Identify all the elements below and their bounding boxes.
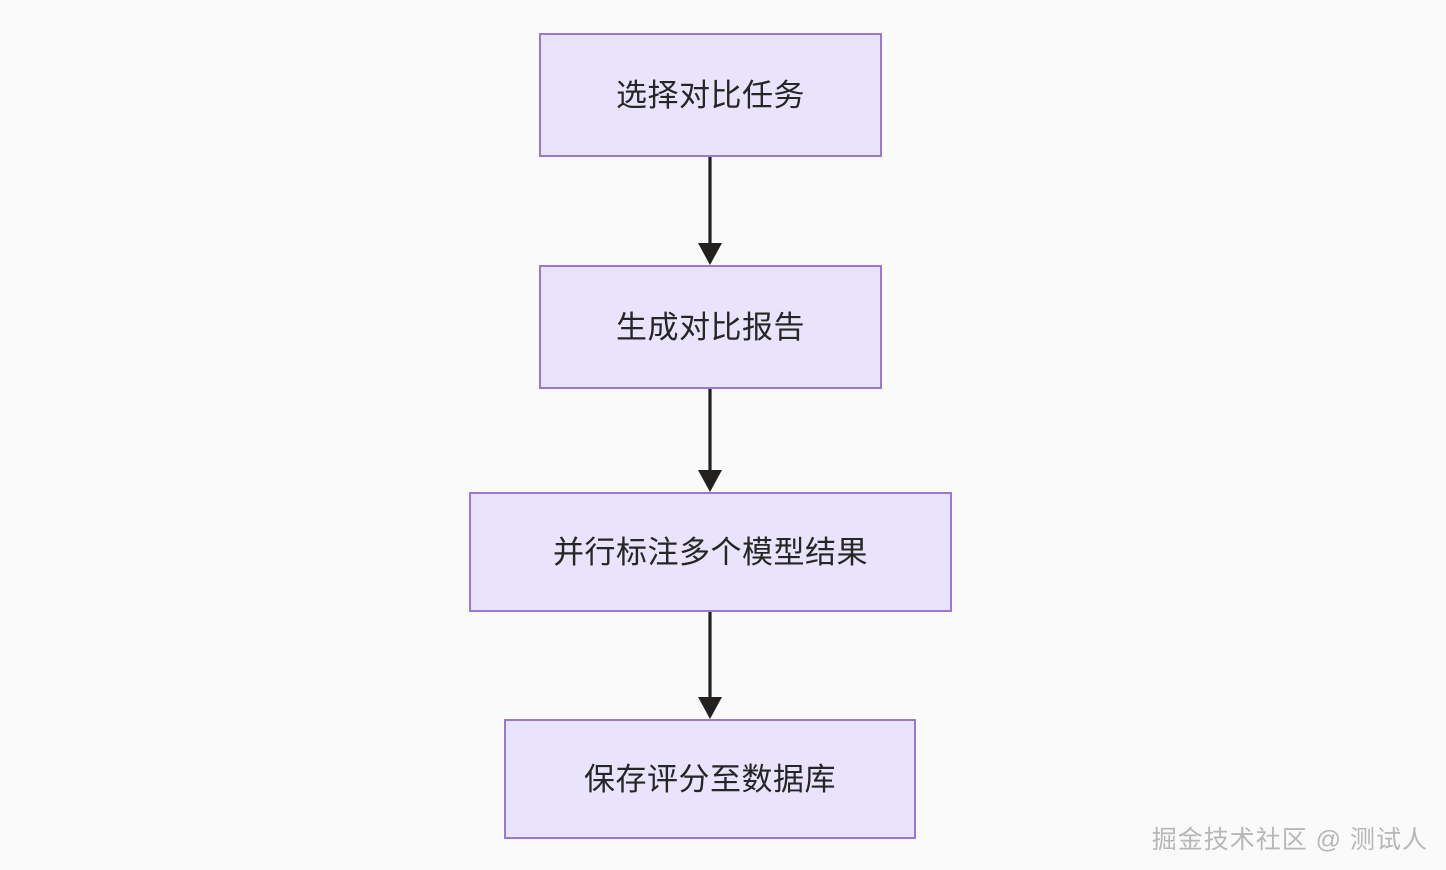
edge-node1-node2: [698, 157, 722, 265]
flow-node-select-comparison-task[interactable]: 选择对比任务: [539, 33, 882, 157]
flow-node-label: 生成对比报告: [616, 309, 805, 345]
edge-node2-node3: [698, 389, 722, 492]
flow-node-parallel-annotate-models[interactable]: 并行标注多个模型结果: [469, 492, 952, 612]
flow-node-label: 并行标注多个模型结果: [553, 534, 868, 570]
watermark-text: 掘金技术社区 @ 测试人: [1151, 826, 1428, 854]
flow-node-generate-comparison-report[interactable]: 生成对比报告: [539, 265, 882, 389]
flow-node-save-scores-to-database[interactable]: 保存评分至数据库: [504, 719, 916, 839]
flow-node-label: 保存评分至数据库: [584, 761, 836, 797]
edge-node3-node4: [698, 612, 722, 719]
flow-node-label: 选择对比任务: [616, 77, 805, 113]
